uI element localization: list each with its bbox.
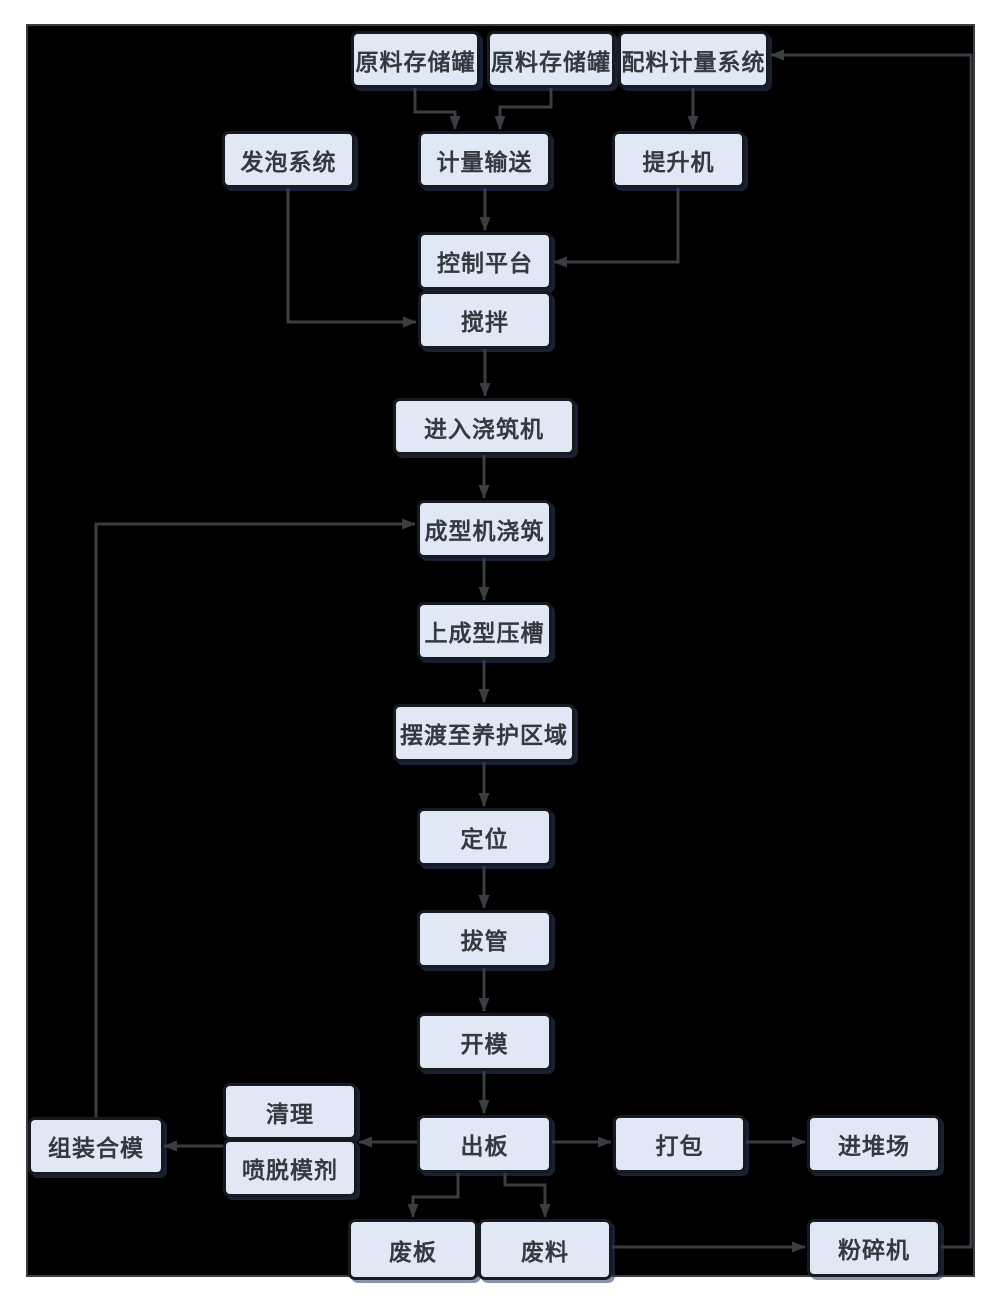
node-label: 组装合模 xyxy=(48,1136,144,1161)
node-mixing: 搅拌 xyxy=(418,291,552,349)
node-raw-material-tank-1: 原料存储罐 xyxy=(351,31,480,88)
node-label: 清理 xyxy=(266,1101,314,1127)
node-label: 定位 xyxy=(460,827,509,852)
node-label: 打包 xyxy=(655,1134,704,1159)
node-label: 控制平台 xyxy=(437,251,533,276)
connector-elevator-to-controlplatform-arrow xyxy=(553,188,680,268)
node-into-stacking-yard: 进堆场 xyxy=(807,1115,941,1173)
connector-assemblemold-to-formingpouring-arrow xyxy=(94,518,416,1117)
node-label: 进入浇筑机 xyxy=(424,416,544,442)
node-label: 喷脱模剂 xyxy=(242,1158,338,1183)
node-label: 提升机 xyxy=(642,149,715,175)
node-positioning: 定位 xyxy=(417,808,552,866)
node-label: 原料存储罐 xyxy=(355,49,476,75)
node-foaming-system: 发泡系统 xyxy=(222,131,355,188)
node-label: 配料计量系统 xyxy=(621,49,766,75)
node-raw-material-tank-2: 原料存储罐 xyxy=(487,31,615,88)
node-control-platform: 控制平台 xyxy=(418,232,552,290)
node-batching-metering-system: 配料计量系统 xyxy=(618,31,769,88)
node-label: 原料存储罐 xyxy=(491,49,611,75)
node-board-output: 出板 xyxy=(417,1115,552,1173)
node-waste-board: 废板 xyxy=(348,1219,478,1280)
node-label: 废料 xyxy=(521,1239,569,1265)
node-mold-opening: 开模 xyxy=(417,1013,552,1071)
node-packing: 打包 xyxy=(613,1115,746,1173)
node-label: 搅拌 xyxy=(461,310,509,335)
node-label: 进堆场 xyxy=(838,1134,910,1159)
connector-crusher-to-batching-arrow xyxy=(770,49,973,1249)
node-label: 粉碎机 xyxy=(838,1238,910,1263)
node-label: 废板 xyxy=(389,1239,437,1265)
node-label: 拔管 xyxy=(460,929,509,954)
node-forming-machine-pouring: 成型机浇筑 xyxy=(417,500,552,558)
connector-rawtank2-to-conveyor-arrow xyxy=(494,88,553,130)
node-label: 发泡系统 xyxy=(240,149,337,175)
connector-boardoutput-to-wasteboard-arrow xyxy=(407,1173,460,1218)
connector-boardoutput-to-wastematerial-arrow xyxy=(503,1173,551,1218)
node-metering-conveyor: 计量输送 xyxy=(418,131,551,188)
node-cleaning: 清理 xyxy=(223,1083,357,1140)
node-label: 开模 xyxy=(460,1032,509,1057)
node-label: 摆渡至养护区域 xyxy=(400,723,568,748)
node-waste-material: 废料 xyxy=(478,1219,612,1280)
node-tube-pulling: 拔管 xyxy=(417,910,552,968)
node-label: 出板 xyxy=(460,1134,509,1159)
node-crusher: 粉碎机 xyxy=(807,1219,941,1277)
node-assemble-close-mold: 组装合模 xyxy=(28,1117,164,1175)
node-elevator: 提升机 xyxy=(612,131,745,188)
connector-rawtank1-to-conveyor-arrow xyxy=(413,88,461,130)
node-spray-release-agent: 喷脱模剂 xyxy=(223,1139,357,1197)
node-ferry-to-curing-area: 摆渡至养护区域 xyxy=(393,704,575,762)
node-enter-pouring-machine: 进入浇筑机 xyxy=(393,398,575,455)
node-label: 成型机浇筑 xyxy=(424,519,545,544)
node-upper-forming-groove: 上成型压槽 xyxy=(417,602,552,660)
node-label: 上成型压槽 xyxy=(424,621,545,646)
node-label: 计量输送 xyxy=(436,149,533,175)
connector-foaming-to-mixing-arrow xyxy=(286,188,417,328)
